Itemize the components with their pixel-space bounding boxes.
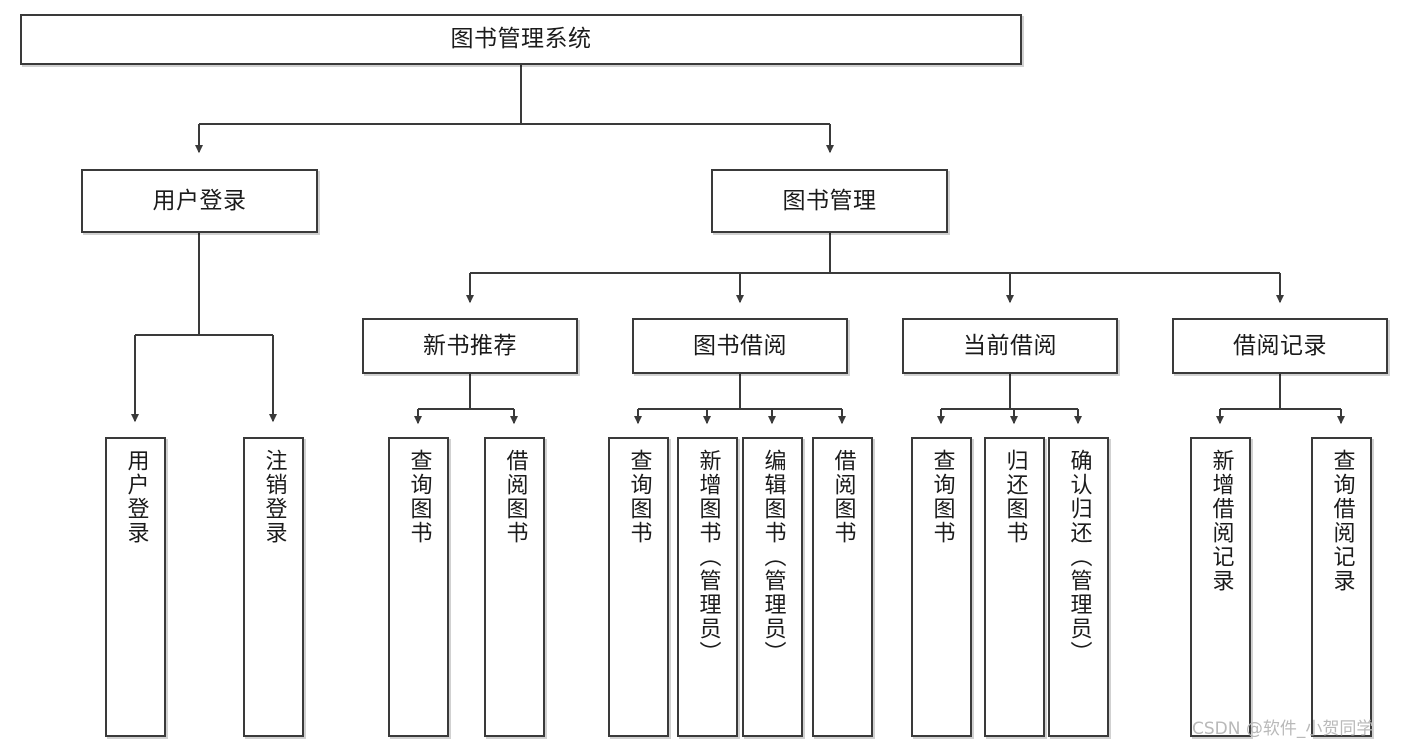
node-root-book-management-system[interactable]: 图书管理系统 [20,14,1022,65]
node-book-manage[interactable]: 图书管理 [711,169,948,233]
leaf-query-book-book-borrow[interactable]: 查询图书 [608,437,669,737]
node-label: 新增借阅记录 [1208,449,1234,593]
node-user-login[interactable]: 用户登录 [81,169,318,233]
node-label: 借阅图书 [830,449,856,545]
node-current-borrow[interactable]: 当前借阅 [902,318,1118,374]
leaf-add-borrow-record[interactable]: 新增借阅记录 [1190,437,1251,737]
node-label: 图书管理 [782,187,877,214]
node-label: 图书管理系统 [450,26,592,53]
node-label: 用户登录 [123,449,149,545]
node-borrow-record[interactable]: 借阅记录 [1172,318,1388,374]
node-label: 用户登录 [152,187,247,214]
node-label: 确认归还（管理员） [1066,449,1092,665]
leaf-query-book-new-book-rec[interactable]: 查询图书 [388,437,449,737]
node-label: 新增图书（管理员） [695,449,721,665]
node-new-book-recommendation[interactable]: 新书推荐 [362,318,578,374]
leaf-confirm-return-admin[interactable]: 确认归还（管理员） [1048,437,1109,737]
node-book-borrow[interactable]: 图书借阅 [632,318,848,374]
node-label: 查询图书 [626,449,652,545]
leaf-query-borrow-record[interactable]: 查询借阅记录 [1311,437,1372,737]
leaf-borrow-book-book-borrow[interactable]: 借阅图书 [812,437,873,737]
node-label: 新书推荐 [423,332,517,359]
node-label: 借阅图书 [502,449,528,545]
leaf-edit-book-admin[interactable]: 编辑图书（管理员） [742,437,803,737]
node-label: 查询图书 [929,449,955,545]
leaf-return-book[interactable]: 归还图书 [984,437,1045,737]
leaf-user-login[interactable]: 用户登录 [105,437,166,737]
leaf-borrow-book-new-book-rec[interactable]: 借阅图书 [484,437,545,737]
node-label: 当前借阅 [963,332,1057,359]
node-label: 查询借阅记录 [1329,449,1355,593]
node-label: 编辑图书（管理员） [760,449,786,665]
leaf-user-logout[interactable]: 注销登录 [243,437,304,737]
node-label: 归还图书 [1002,449,1028,545]
node-label: 借阅记录 [1233,332,1327,359]
leaf-query-book-current-borrow[interactable]: 查询图书 [911,437,972,737]
node-label: 查询图书 [406,449,432,545]
node-label: 图书借阅 [693,332,787,359]
node-label: 注销登录 [261,449,287,545]
leaf-add-book-admin[interactable]: 新增图书（管理员） [677,437,738,737]
csdn-watermark: CSDN @软件_小贺同学 [1192,719,1374,739]
